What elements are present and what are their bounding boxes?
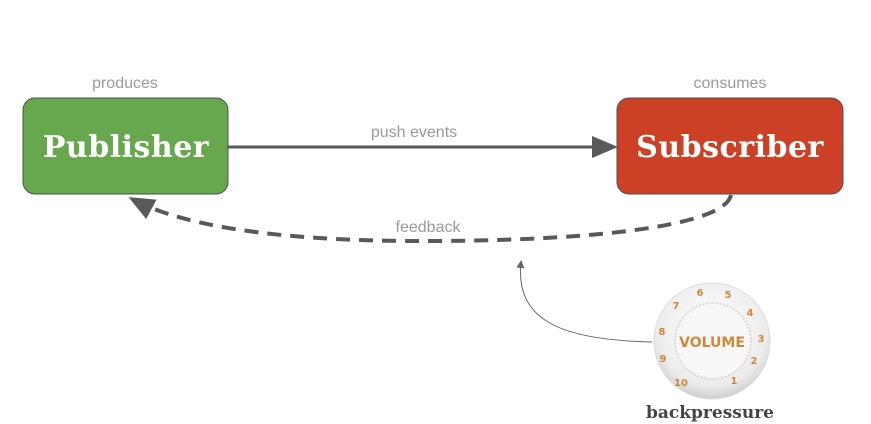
publisher-node[interactable]: Publisher	[22, 97, 229, 195]
knob-number: 7	[673, 301, 680, 312]
knob-number: 10	[674, 378, 688, 389]
knob-number: 5	[725, 290, 732, 301]
knob-number: 3	[758, 334, 765, 345]
backpressure-caption: backpressure	[646, 403, 774, 423]
backpressure-arrow	[516, 260, 653, 343]
knob-number: 6	[697, 288, 704, 299]
publisher-caption: produces	[92, 75, 158, 92]
feedback-label: feedback	[396, 219, 462, 236]
knob-cap	[674, 302, 752, 380]
knob-number: 2	[751, 356, 758, 367]
subscriber-node[interactable]: Subscriber	[616, 97, 844, 195]
subscriber-label: Subscriber	[636, 130, 824, 165]
knob-number: 1	[731, 376, 738, 387]
push-events-label: push events	[371, 124, 457, 141]
knob-number: 9	[660, 354, 667, 365]
subscriber-caption: consumes	[694, 75, 767, 92]
feedback-arrow	[128, 194, 733, 244]
volume-knob[interactable]: VOLUME 1 2 3 4 5 6 7 8 9 10	[653, 282, 771, 400]
publisher-label: Publisher	[43, 130, 210, 165]
knob-label: VOLUME	[679, 335, 745, 351]
knob-number: 8	[659, 327, 666, 338]
knob-number: 4	[747, 308, 754, 319]
